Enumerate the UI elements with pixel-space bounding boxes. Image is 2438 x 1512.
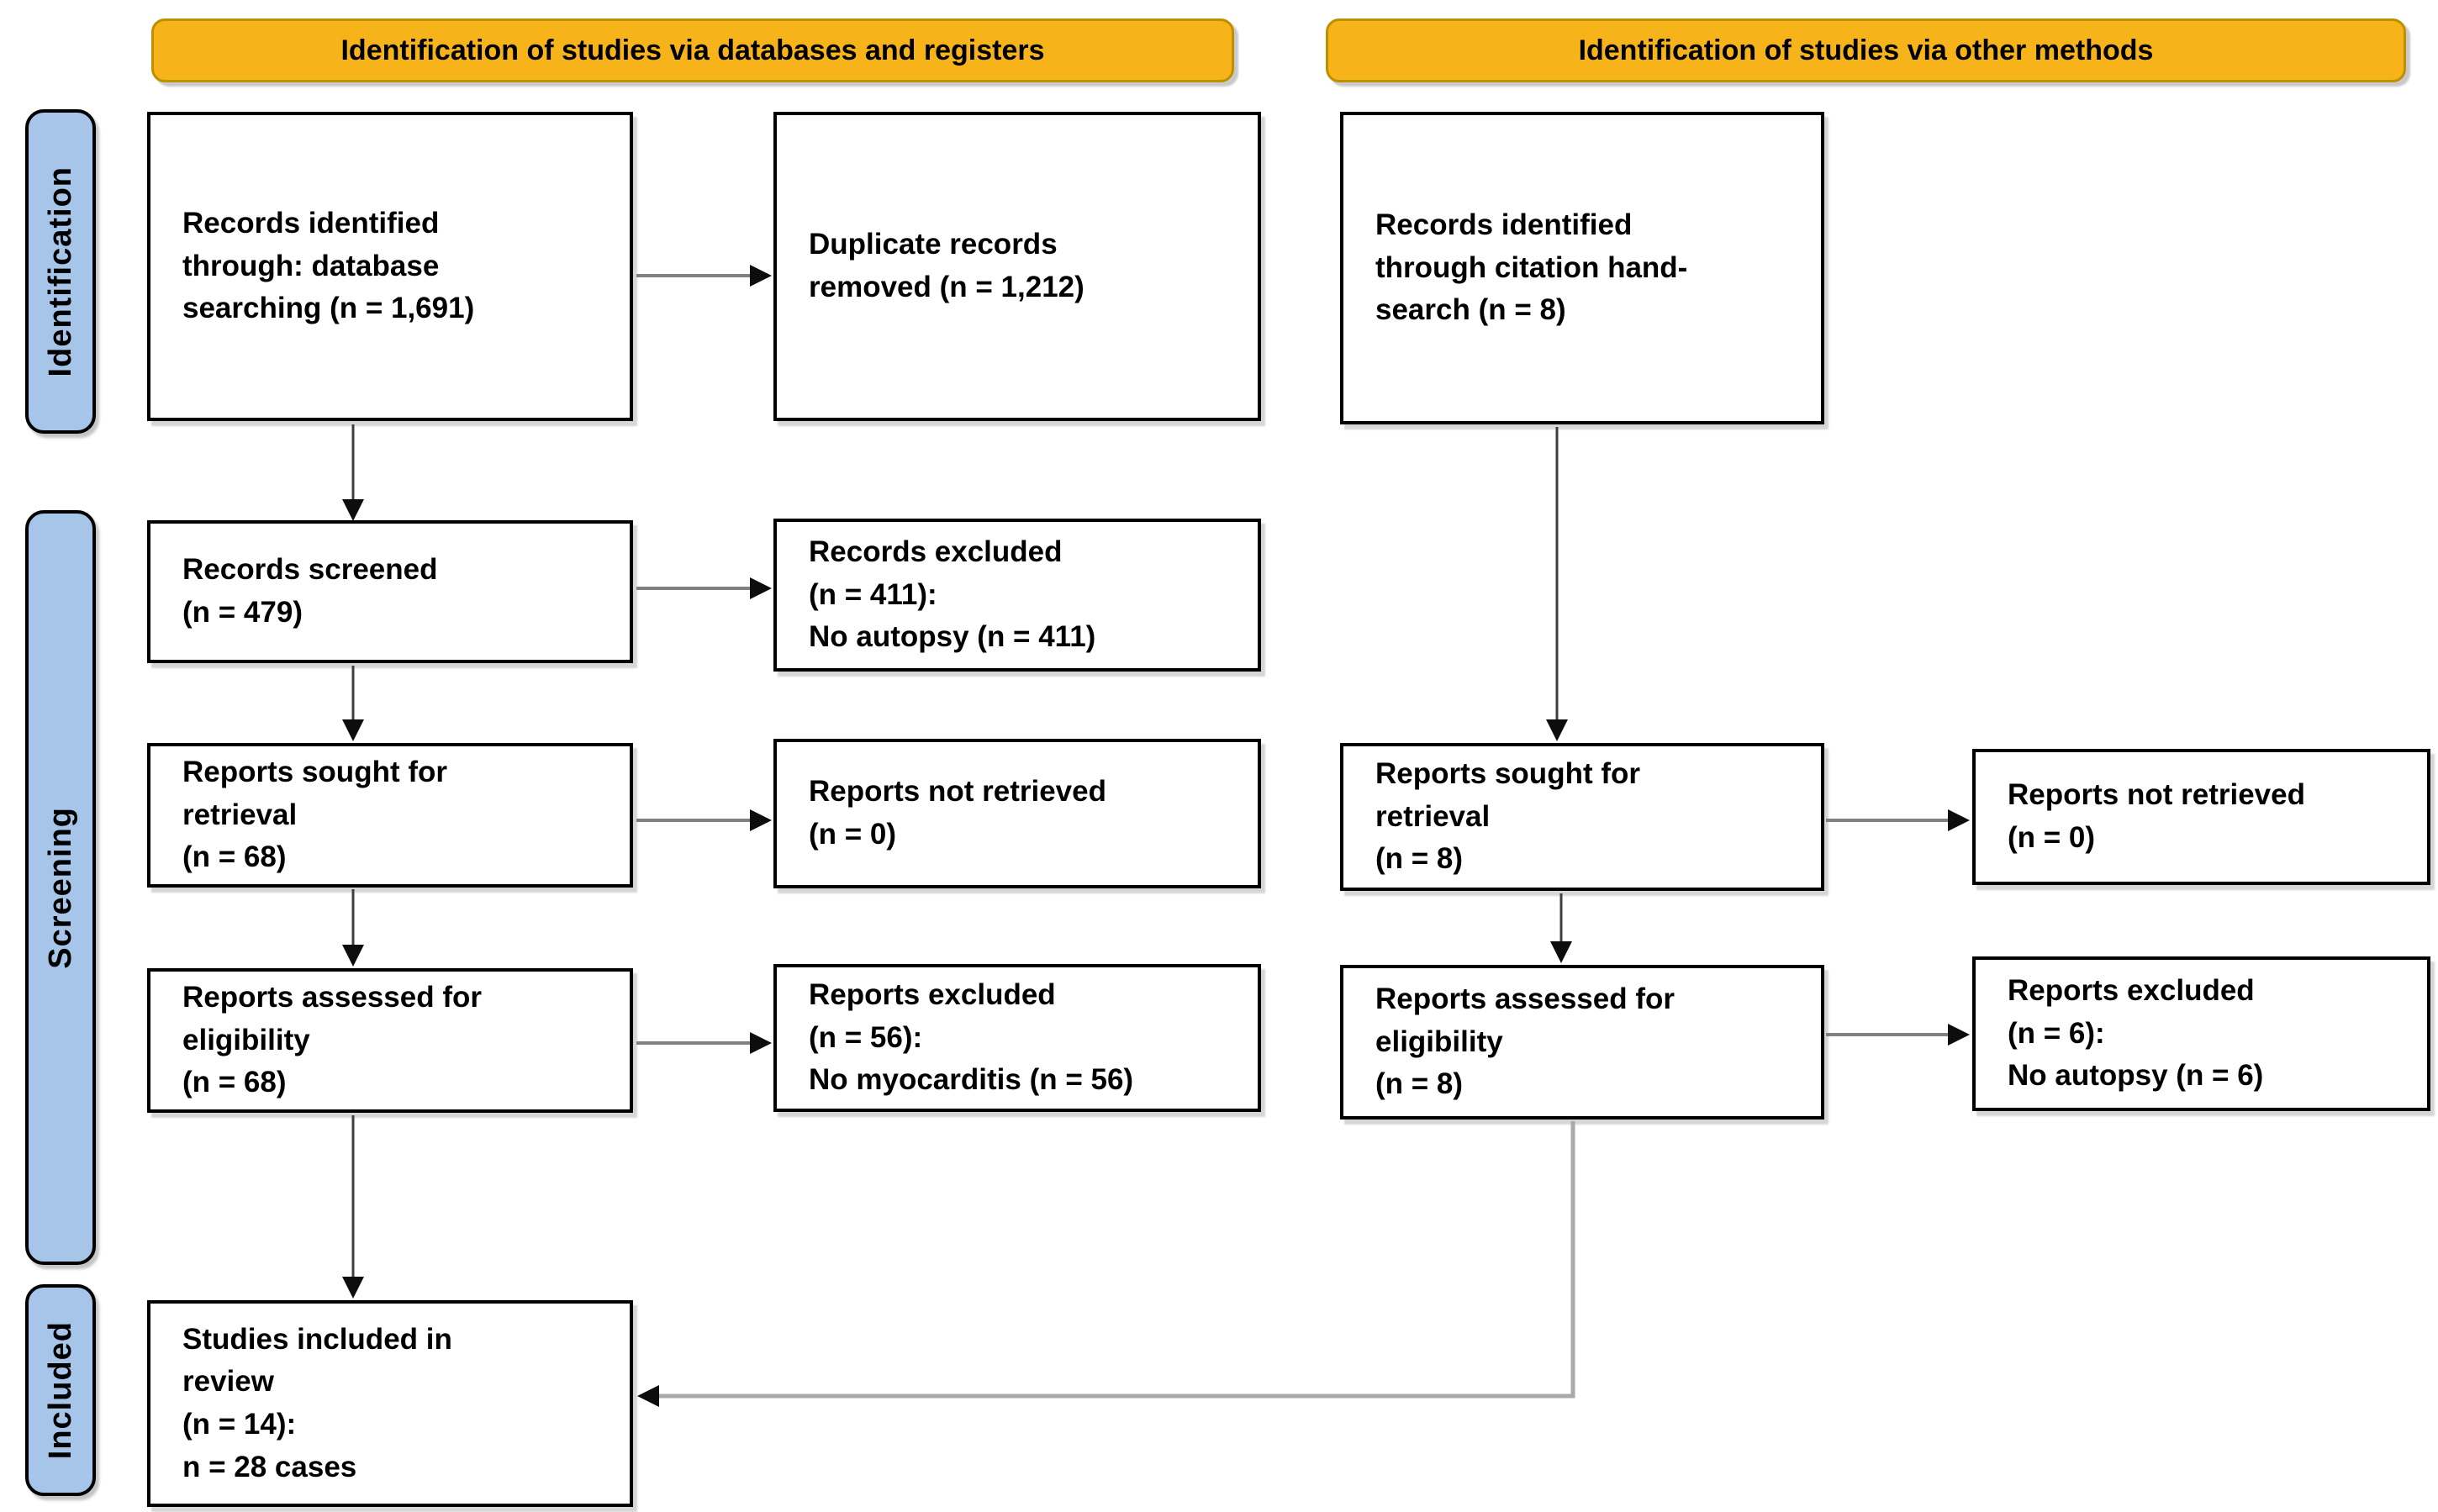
box-records-identified-db: Records identified through: database sea… [147,112,633,421]
arrow-citation-to-sought-other [1546,427,1568,741]
arrow-identified-to-duplicates [636,265,772,287]
arrow-sought-to-assessed-db [342,889,364,967]
box-reports-not-retrieved-other: Reports not retrieved (n = 0) [1972,749,2430,885]
stage-identification: Identification [25,109,96,434]
arrow-screened-to-excluded [636,577,772,599]
arrow-sought-to-not-retrieved-other [1826,809,1970,831]
arrow-sought-to-assessed-other [1550,893,1572,963]
stage-screening-label: Screening [42,806,78,969]
arrow-sought-to-not-retrieved-db [636,809,772,831]
stage-included: Included [25,1284,96,1496]
arrow-assessed-to-included [342,1115,364,1299]
arrow-assessed-to-excluded-db [636,1032,772,1054]
arrow-screened-to-sought [342,666,364,741]
box-reports-assessed-other: Reports assessed for eligibility (n = 8) [1340,965,1824,1120]
box-reports-assessed-db: Reports assessed for eligibility (n = 68… [147,968,633,1113]
box-duplicates-removed: Duplicate records removed (n = 1,212) [773,112,1261,421]
arrow-assessed-to-excluded-other [1826,1024,1970,1046]
arrow-identified-to-screened [342,424,364,521]
stage-screening: Screening [25,510,96,1265]
box-reports-sought-db: Reports sought for retrieval (n = 68) [147,743,633,888]
banner-other-methods: Identification of studies via other meth… [1326,18,2406,82]
box-records-identified-citation: Records identified through citation hand… [1340,112,1824,424]
box-records-excluded: Records excluded (n = 411): No autopsy (… [773,519,1261,672]
box-reports-not-retrieved-db: Reports not retrieved (n = 0) [773,739,1261,888]
box-reports-excluded-other: Reports excluded (n = 6): No autopsy (n … [1972,956,2430,1111]
stage-identification-label: Identification [42,166,78,377]
banner-databases-registers: Identification of studies via databases … [151,18,1234,82]
box-records-screened: Records screened (n = 479) [147,520,633,663]
stage-included-label: Included [42,1320,78,1460]
box-reports-excluded-db: Reports excluded (n = 56): No myocarditi… [773,964,1261,1112]
box-reports-sought-other: Reports sought for retrieval (n = 8) [1340,743,1824,891]
box-studies-included: Studies included in review (n = 14): n =… [147,1300,633,1507]
arrow-assessed-other-to-included [637,1121,1575,1407]
